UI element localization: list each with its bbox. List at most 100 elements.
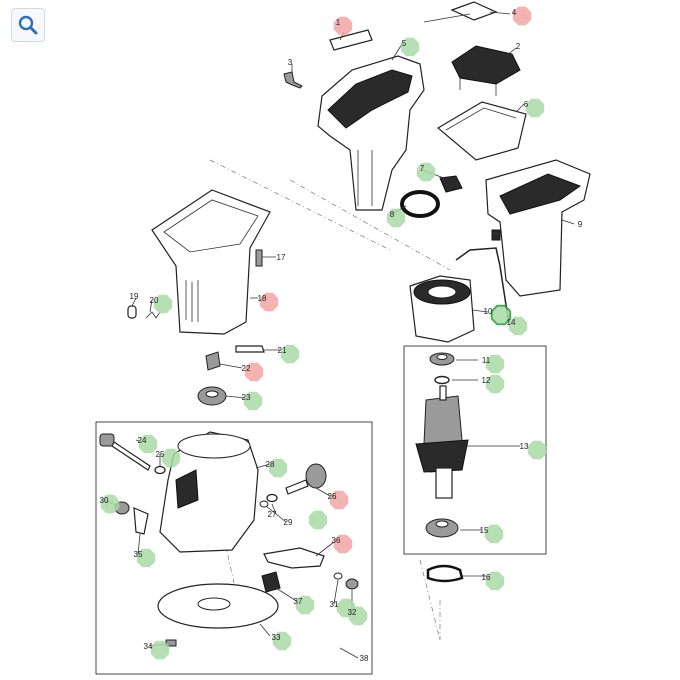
- callout-22[interactable]: 22: [242, 362, 264, 382]
- callout-label: 8: [390, 210, 395, 219]
- part-9-housing-side: [485, 159, 591, 297]
- callout-4[interactable]: 4: [512, 6, 532, 26]
- callout-16[interactable]: 16: [482, 571, 505, 591]
- part-14-lead-wire: [455, 229, 509, 319]
- callout-label: 17: [277, 253, 286, 262]
- callout-marker: [138, 434, 158, 454]
- callout-label: 9: [578, 220, 583, 229]
- callout-23[interactable]: 23: [242, 391, 263, 411]
- callout-3[interactable]: 3: [288, 58, 293, 67]
- callout-marker: [259, 292, 279, 312]
- part-6-cover: [436, 101, 527, 161]
- callout-label: 21: [278, 346, 287, 355]
- callout-38[interactable]: 38: [360, 654, 369, 663]
- part-33-base-plate: [157, 583, 279, 629]
- callout-label: 38: [360, 654, 369, 663]
- callout-28[interactable]: 28: [266, 458, 288, 478]
- callout-6[interactable]: 6: [524, 98, 545, 118]
- part-23-collet-nut: [197, 386, 227, 406]
- callout-label: 28: [266, 460, 275, 469]
- callout-label: 15: [480, 526, 489, 535]
- part-21-pin: [235, 345, 265, 353]
- callout-37[interactable]: 37: [294, 595, 315, 615]
- search-button[interactable]: [11, 8, 45, 42]
- callout-26[interactable]: 26: [328, 490, 349, 510]
- part-35-bracket: [133, 507, 149, 535]
- part-13-armature: [415, 385, 469, 499]
- callout-label: 16: [482, 573, 491, 582]
- callout-21[interactable]: 21: [278, 344, 300, 364]
- callout-2[interactable]: 2: [516, 42, 521, 51]
- part-22-nut: [205, 351, 221, 371]
- callout-label: 7: [420, 164, 425, 173]
- callout-12[interactable]: 12: [482, 374, 505, 394]
- assembly-axis-line: [209, 159, 451, 641]
- part-36-lever: [263, 547, 325, 569]
- callout-7[interactable]: 7: [416, 162, 436, 182]
- callout-15[interactable]: 15: [480, 524, 504, 544]
- callout-35[interactable]: 35: [134, 548, 156, 568]
- callout-label: 36: [332, 536, 341, 545]
- part-25-washer: [154, 465, 166, 475]
- callout-label: 1: [336, 18, 341, 27]
- callout-8[interactable]: 8: [386, 208, 406, 228]
- callout-marker: [136, 548, 156, 568]
- callout-marker: [490, 304, 512, 326]
- callout-1[interactable]: 1: [333, 16, 353, 36]
- callout-32[interactable]: 32: [348, 606, 368, 626]
- part-24-knob-bolt: [99, 433, 151, 471]
- callout-20[interactable]: 20: [150, 294, 173, 314]
- callout-11[interactable]: 11: [482, 354, 505, 374]
- callout-label: 3: [288, 58, 293, 67]
- callout-marker: [295, 595, 315, 615]
- callout-14[interactable]: 14: [507, 316, 528, 336]
- callout-5[interactable]: 5: [400, 37, 420, 57]
- callout-marker: [243, 391, 263, 411]
- part-16-rubber-ring: [426, 564, 464, 583]
- callout-30[interactable]: 30: [100, 494, 120, 514]
- callout-label: 11: [482, 356, 491, 365]
- callout-label: 12: [482, 376, 491, 385]
- callout-marker: [386, 208, 406, 228]
- callout-marker: [512, 6, 532, 26]
- callout-9[interactable]: 9: [578, 220, 583, 229]
- callout-13[interactable]: 13: [520, 440, 547, 460]
- callout-marker: [485, 374, 505, 394]
- callout-25[interactable]: 25: [156, 448, 181, 468]
- callout-label: 22: [242, 364, 251, 373]
- callout-marker: [484, 524, 504, 544]
- part-37-clip: [261, 571, 281, 593]
- callout-27[interactable]: 27: [268, 510, 328, 530]
- callout-marker: [485, 571, 505, 591]
- callout-19[interactable]: 19: [130, 292, 139, 301]
- part-31-washer: [333, 572, 343, 580]
- callout-label: 24: [138, 436, 147, 445]
- part-12-washer: [434, 375, 450, 385]
- callout-label: 37: [294, 597, 303, 606]
- part-5-housing: [317, 55, 425, 211]
- callout-label: 26: [328, 492, 337, 501]
- callout-marker: [268, 458, 288, 478]
- callout-18[interactable]: 18: [258, 292, 279, 312]
- part-7-clip: [439, 175, 463, 193]
- part-19-cap: [127, 305, 137, 319]
- callout-label: 10: [484, 307, 493, 316]
- callout-label: 2: [516, 42, 521, 51]
- callout-label: 13: [520, 442, 529, 451]
- callout-17[interactable]: 17: [277, 253, 286, 262]
- callout-34[interactable]: 34: [144, 640, 170, 660]
- callout-10[interactable]: 10: [484, 304, 512, 326]
- callout-29[interactable]: 29: [284, 518, 293, 527]
- callout-36[interactable]: 36: [332, 534, 353, 554]
- part-4-label: [450, 1, 498, 21]
- callout-marker: [333, 534, 353, 554]
- callout-label: 33: [272, 633, 281, 642]
- callout-marker: [525, 98, 545, 118]
- search-icon: [18, 15, 38, 35]
- callout-33[interactable]: 33: [272, 631, 292, 651]
- callout-label: 19: [130, 292, 139, 301]
- callout-24[interactable]: 24: [138, 434, 158, 454]
